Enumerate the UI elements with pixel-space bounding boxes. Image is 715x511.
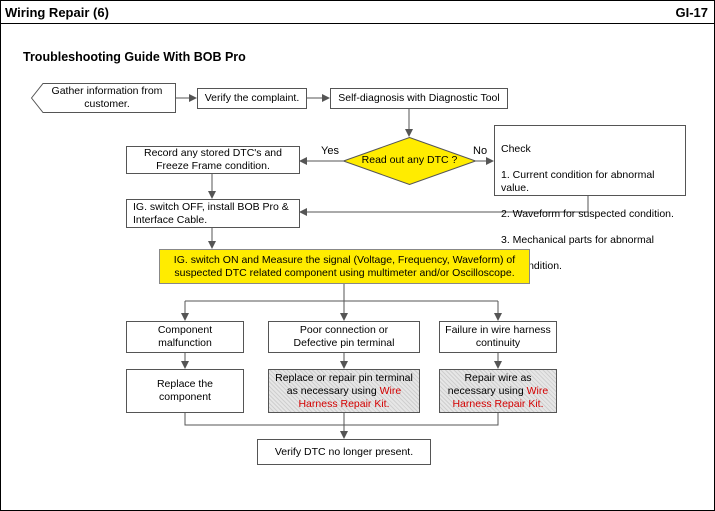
section-title: Wiring Repair (6) (5, 5, 109, 20)
read-dtc-decision (343, 137, 476, 185)
repair-pin-instruction: Replace or repair pin terminal as necess… (275, 371, 413, 397)
check-box: Check 1. Current condition for abnormal … (494, 125, 686, 272)
repair-wire-box: Repair wire as necessary using Wire Harn… (439, 369, 557, 413)
harness-kit-label: Harness Repair Kit. (298, 397, 390, 410)
verify-complaint-box: Verify the complaint. (197, 88, 307, 109)
repair-wire-text: Repair wire as necessary using Wire Harn… (448, 372, 548, 411)
check-title: Check (501, 143, 531, 155)
guide-title: Troubleshooting Guide With BOB Pro (23, 50, 246, 64)
check-item: 2. Waveform for suspected condition. (501, 208, 674, 220)
repair-pin-terminal-box: Replace or repair pin terminal as necess… (268, 369, 420, 413)
check-item: 3. Mechanical parts for abnormal (501, 234, 654, 246)
self-diagnosis-box: Self-diagnosis with Diagnostic Tool (330, 88, 508, 109)
arrow-check-to-ig-off (299, 196, 589, 216)
ig-switch-on-measure-box: IG. switch ON and Measure the signal (Vo… (159, 249, 530, 284)
record-dtc-box: Record any stored DTC's and Freeze Frame… (126, 146, 300, 174)
component-malfunction-box: Component malfunction (126, 321, 244, 353)
harness-failure-box: Failure in wire harness continuity (439, 321, 557, 353)
decision-text: Read out any DTC ? (361, 154, 458, 166)
wire-kit-label: Wire (526, 384, 549, 397)
check-item: 1. Current condition for abnormal value. (501, 169, 655, 194)
poor-connection-box: Poor connection or Defective pin termina… (268, 321, 420, 353)
repair-wire-instruction: Repair wire as necessary using (447, 371, 532, 397)
verify-dtc-box: Verify DTC no longer present. (257, 439, 431, 465)
no-label: No (473, 145, 488, 157)
gather-info-shape (31, 83, 176, 113)
page-header: Wiring Repair (6) GI-17 (1, 1, 714, 24)
repair-pin-text: Replace or repair pin terminal as necess… (275, 372, 413, 411)
wire-kit-label: Wire (379, 384, 402, 397)
page-number: GI-17 (675, 5, 708, 20)
ig-switch-off-box: IG. switch OFF, install BOB Pro & Interf… (126, 199, 300, 228)
yes-label: Yes (321, 145, 339, 157)
harness-kit-label: Harness Repair Kit. (452, 397, 544, 410)
replace-component-box: Replace the component (126, 369, 244, 413)
connector-merge-bar (184, 413, 499, 426)
gather-info-text: Gather information from customer. (51, 85, 163, 110)
